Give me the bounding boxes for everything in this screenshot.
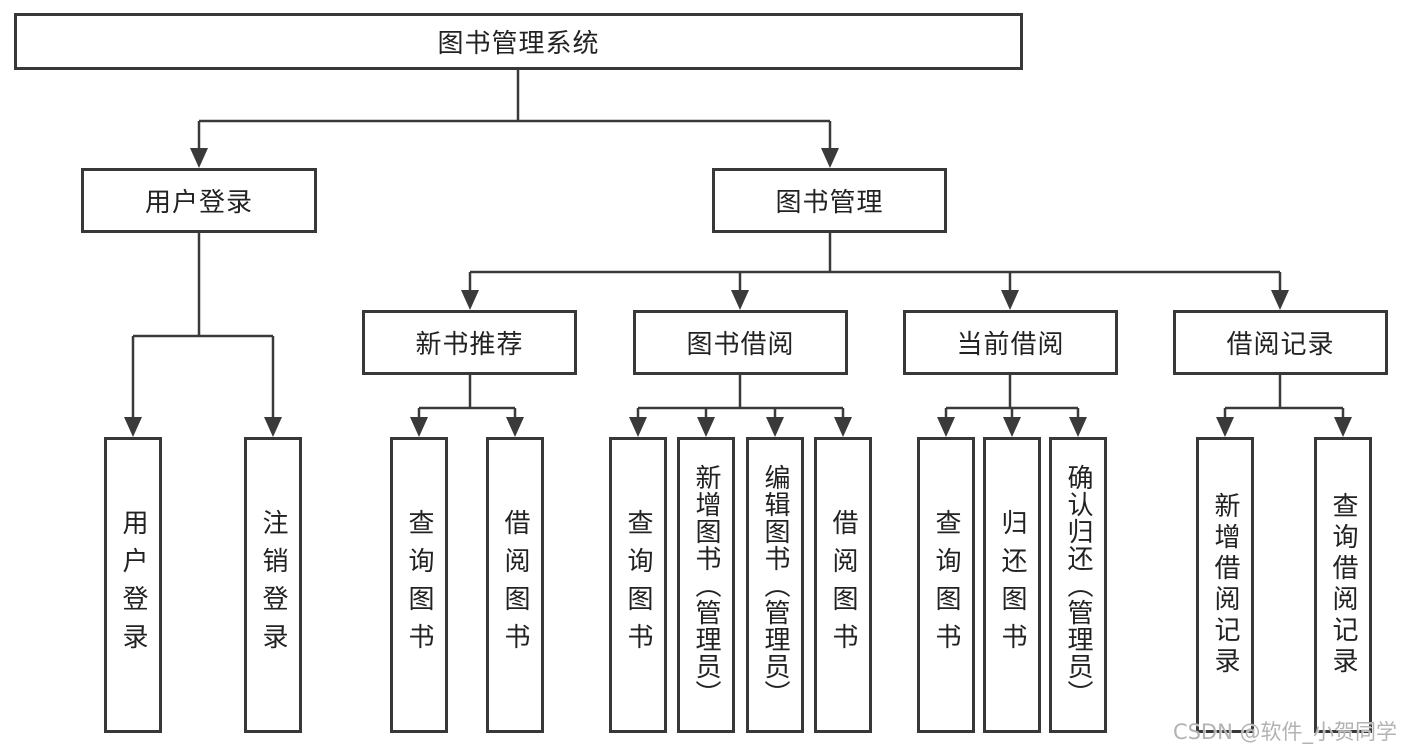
node-label: 借阅图书 <box>500 509 530 661</box>
node-leaf-borrow-books-1: 借阅图书 <box>486 437 544 733</box>
node-leaf-query-books-2: 查询图书 <box>609 437 667 733</box>
connector-current-to-leaves <box>944 375 1080 423</box>
node-leaf-query-books-3: 查询图书 <box>917 437 975 733</box>
node-label: 用户登录 <box>118 509 148 661</box>
node-leaf-query-books-1: 查询图书 <box>390 437 448 733</box>
node-leaf-confirm-return-admin: 确认归还（管理员） <box>1049 437 1107 733</box>
connector-mgmt-to-level3 <box>468 233 1282 297</box>
node-label: 新增借阅记录 <box>1210 492 1240 678</box>
node-label: 图书管理系统 <box>437 29 600 59</box>
node-label: 借阅记录 <box>1226 330 1335 360</box>
node-label: 当前借阅 <box>956 330 1065 360</box>
node-label: 图书管理 <box>775 188 884 218</box>
node-label: 查询图书 <box>623 509 653 661</box>
connector-borrow-to-leaves <box>636 375 845 423</box>
node-new-book-recommend: 新书推荐 <box>362 310 577 375</box>
connector-login-to-leaves <box>131 233 275 423</box>
node-leaf-user-login: 用户登录 <box>104 437 162 733</box>
node-leaf-query-borrow-record: 查询借阅记录 <box>1314 437 1372 733</box>
node-label: 查询图书 <box>931 509 961 661</box>
node-leaf-add-books-admin: 新增图书（管理员） <box>677 437 735 733</box>
node-label: 归还图书 <box>997 509 1027 661</box>
node-book-borrow: 图书借阅 <box>633 310 848 375</box>
arrowheads <box>124 148 1352 437</box>
node-current-borrow: 当前借阅 <box>903 310 1118 375</box>
node-label: 查询图书 <box>404 509 434 661</box>
node-label: 借阅图书 <box>828 509 858 661</box>
node-label: 确认归还（管理员） <box>1063 463 1093 707</box>
csdn-watermark: CSDN @软件_小贺同学 <box>1172 720 1397 744</box>
node-label: 新增图书（管理员） <box>691 463 721 707</box>
connector-recommend-to-leaves <box>417 375 517 423</box>
node-label: 用户登录 <box>144 188 253 218</box>
node-label: 新书推荐 <box>415 330 524 360</box>
node-leaf-add-borrow-record: 新增借阅记录 <box>1196 437 1254 733</box>
node-user-login: 用户登录 <box>81 168 317 233</box>
node-label: 查询借阅记录 <box>1328 492 1358 678</box>
node-leaf-logout: 注销登录 <box>244 437 302 733</box>
node-borrow-record: 借阅记录 <box>1173 310 1388 375</box>
node-label: 注销登录 <box>258 509 288 661</box>
node-leaf-return-books: 归还图书 <box>983 437 1041 733</box>
node-label: 图书借阅 <box>686 330 795 360</box>
node-book-management: 图书管理 <box>712 168 947 233</box>
node-library-management-system: 图书管理系统 <box>14 13 1023 70</box>
connector-root-to-level2 <box>197 69 832 156</box>
node-leaf-edit-books-admin: 编辑图书（管理员） <box>746 437 804 733</box>
node-leaf-borrow-books-2: 借阅图书 <box>814 437 872 733</box>
connector-record-to-leaves <box>1223 375 1345 423</box>
node-label: 编辑图书（管理员） <box>760 463 790 707</box>
